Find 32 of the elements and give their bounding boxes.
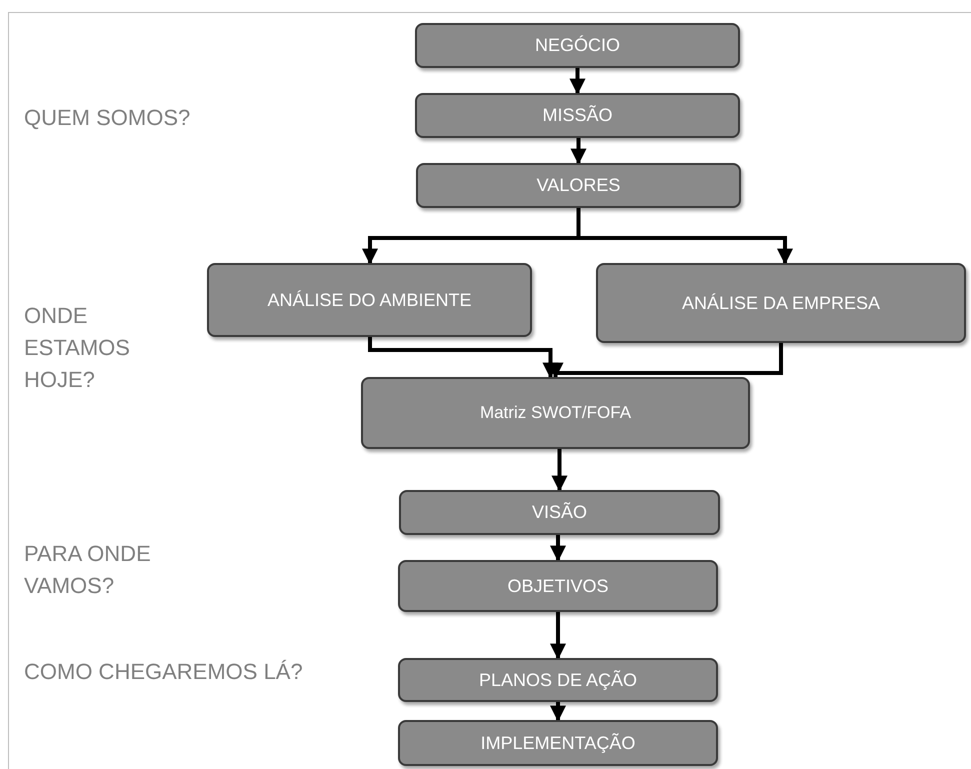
process-box — [398, 720, 718, 766]
box-label: VALORES — [536, 174, 620, 197]
box-label: Matriz SWOT/FOFA — [480, 402, 632, 424]
box-label: PLANOS DE AÇÃO — [478, 668, 638, 692]
process-box — [398, 560, 718, 612]
process-box — [361, 377, 750, 449]
arrow — [548, 343, 783, 379]
box-label: VISÃO — [532, 501, 588, 524]
section-question: ONDE ESTAMOS HOJE? — [24, 302, 131, 394]
box-label: ANÁLISE DA EMPRESA — [682, 292, 880, 314]
process-box — [399, 490, 720, 535]
process-box — [415, 93, 740, 138]
process-box — [416, 163, 741, 208]
arrow — [550, 612, 566, 660]
box-label: ANÁLISE DO AMBIENTE — [267, 288, 472, 312]
section-question: PARA ONDE VAMOS? — [24, 540, 152, 600]
arrow — [552, 449, 568, 492]
section-question: COMO CHEGAREMOS LÁ? — [24, 658, 304, 686]
arrow — [570, 68, 586, 95]
box-label: NEGÓCIO — [534, 34, 620, 57]
box-label: OBJETIVOS — [507, 574, 609, 598]
arrow — [550, 702, 566, 722]
arrow — [570, 138, 586, 165]
box-label: IMPLEMENTAÇÃO — [480, 732, 636, 754]
process-box — [398, 658, 718, 702]
arrow — [576, 208, 793, 265]
process-box — [207, 263, 532, 337]
section-question: QUEM SOMOS? — [24, 104, 192, 132]
process-box — [415, 23, 740, 68]
process-box — [596, 263, 966, 343]
arrow — [550, 535, 566, 562]
box-label: MISSÃO — [542, 104, 612, 127]
